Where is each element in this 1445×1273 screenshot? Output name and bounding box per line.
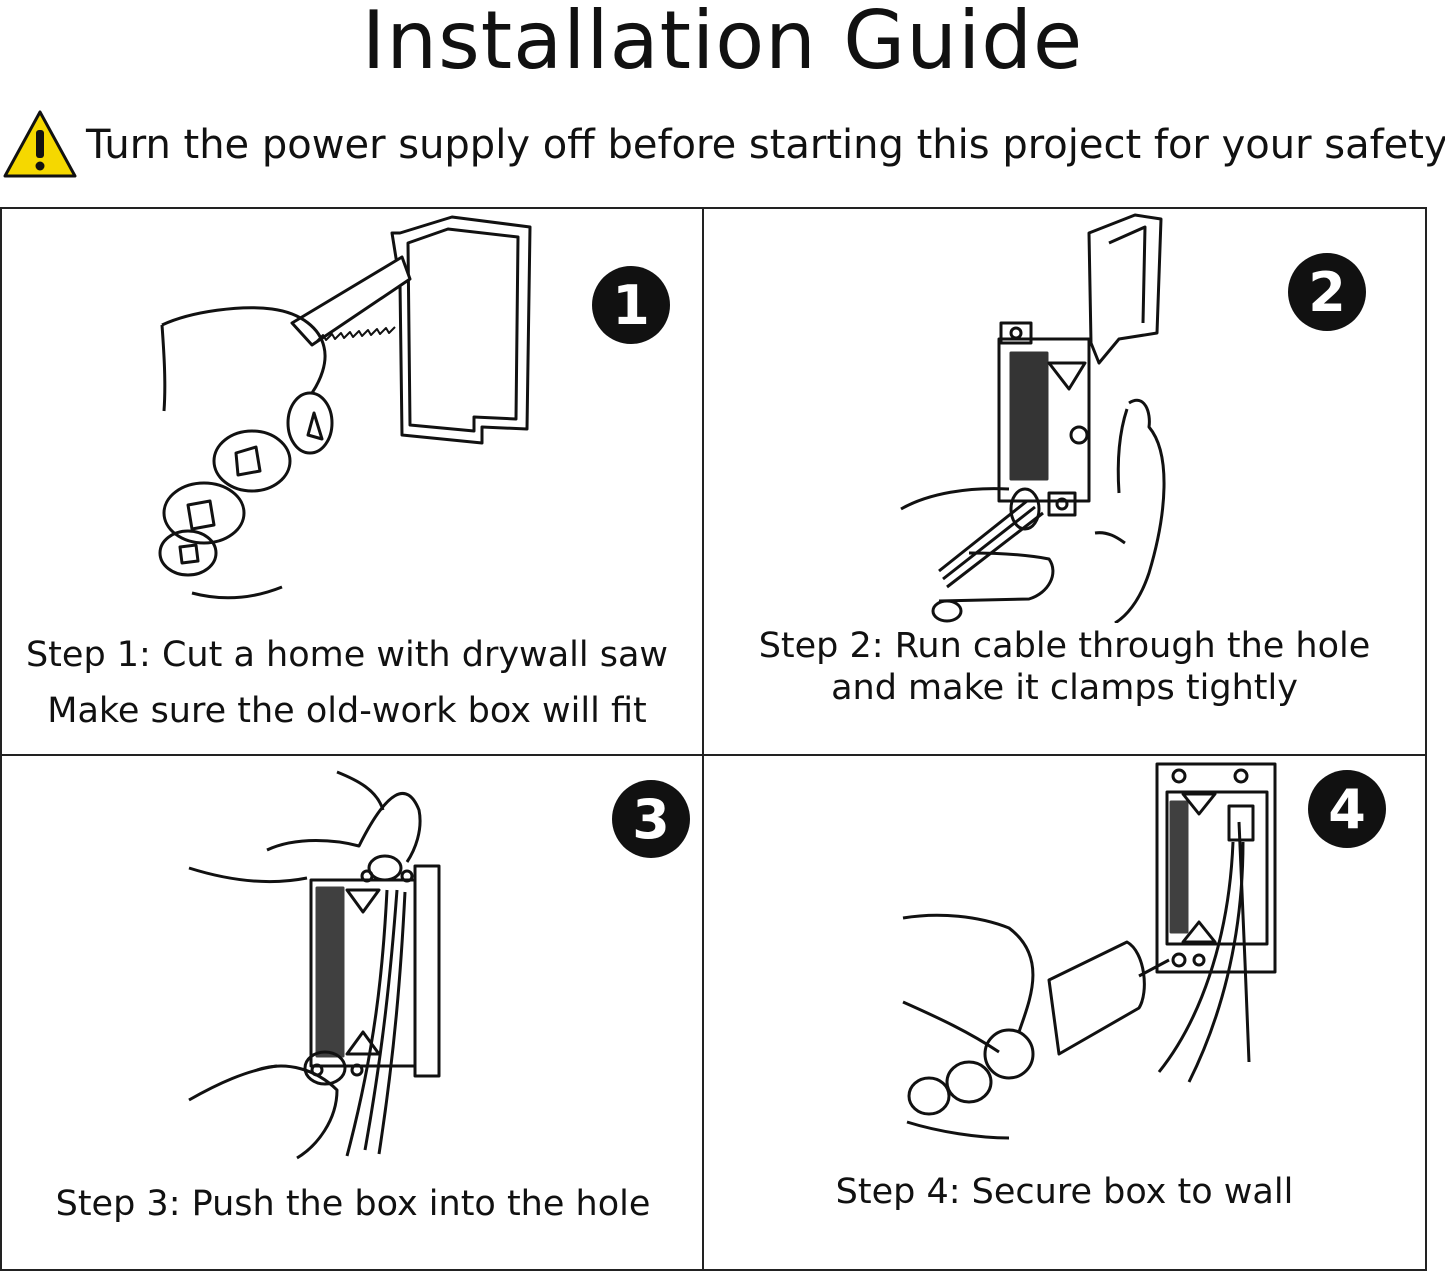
step-2-line-2: and make it clamps tightly [831,668,1298,708]
step-1-line-2: Make sure the old-work box will fit [47,691,647,731]
warning-triangle-icon [2,108,78,182]
secure-box-illustration [899,762,1279,1152]
safety-warning: Turn the power supply off before startin… [0,108,1445,182]
step-4-line-1: Step 4: Secure box to wall [835,1172,1294,1212]
step-3-panel: 3 Step 3: Push the box into the hole [2,756,704,1269]
step-2-line-1: Step 2: Run cable through the hole [758,626,1371,666]
step-1-line-1: Step 1: Cut a home with drywall saw [25,635,669,675]
step-1-number-badge: 1 [592,266,670,344]
step-4-number-badge: 4 [1308,770,1386,848]
step-3-number-badge: 3 [612,780,690,858]
drywall-saw-illustration [152,213,542,603]
step-2-caption: Step 2: Run cable through the hole and m… [704,625,1425,709]
step-2-number-badge: 2 [1288,253,1366,331]
page-title: Installation Guide [361,0,1084,87]
step-1-panel: 1 Step 1: Cut a home with drywall saw Ma… [2,209,704,756]
step-2-panel: 2 Step 2: Run cable through the hole and… [704,209,1425,756]
push-box-illustration [187,770,447,1160]
step-4-panel: 4 Step 4: Secure box to wall [704,756,1425,1269]
warning-text: Turn the power supply off before startin… [86,122,1445,168]
steps-grid: 1 Step 1: Cut a home with drywall saw Ma… [0,207,1427,1271]
step-3-line-1: Step 3: Push the box into the hole [55,1184,651,1224]
step-3-caption: Step 3: Push the box into the hole [2,1176,704,1232]
step-1-caption: Step 1: Cut a home with drywall saw Make… [2,627,692,739]
run-cable-illustration [899,213,1179,623]
step-4-caption: Step 4: Secure box to wall [704,1164,1425,1220]
